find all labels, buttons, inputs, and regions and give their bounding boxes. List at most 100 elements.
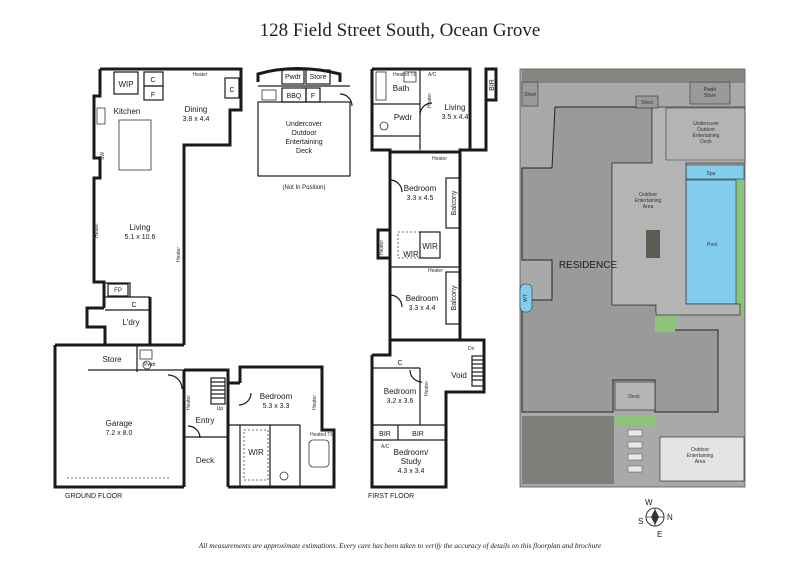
bir-label-top: BIR — [489, 79, 496, 91]
room-living: Living — [130, 223, 151, 232]
room-living-dim: 5.1 x 10.6 — [125, 234, 156, 241]
room-garage-dim: 7.2 x 8.0 — [106, 430, 133, 437]
deck-title-3: Entertaining — [285, 139, 322, 146]
room-wip: WIP — [118, 80, 133, 89]
wt-label: WT — [523, 294, 529, 302]
room-deck-ground: Deck — [196, 456, 215, 465]
room-bedroom-study: Bedroom/ — [394, 448, 429, 457]
site-deck-2: Outdoor — [697, 127, 715, 133]
room-c-first: C — [397, 360, 402, 367]
heater-first-4: Heater — [424, 381, 430, 396]
room-bedroom-ground-dim: 5.3 x 3.3 — [263, 403, 290, 410]
not-in-position-note: (Not In Position) — [282, 185, 325, 191]
residence-label: RESIDENCE — [559, 260, 618, 271]
room-c-top: C — [150, 77, 155, 84]
compass-e: E — [657, 530, 662, 539]
room-bedroom-ground: Bedroom — [260, 392, 293, 401]
heated-towel-first: Heated Tb — [393, 72, 416, 78]
room-kitchen: Kitchen — [114, 107, 141, 116]
site-area-3: Area — [643, 204, 654, 210]
room-bedroom-2: Bedroom — [406, 294, 439, 303]
heater-label-dining: Heater — [192, 72, 207, 78]
heater-label-entry: Heater — [186, 395, 192, 410]
room-c-dining: C — [229, 87, 234, 94]
room-pwdr-first: Pwdr — [394, 113, 413, 122]
room-bedroom-1-dim: 3.3 x 4.5 — [407, 195, 434, 202]
room-bedroom-2-dim: 3.3 x 4.4 — [409, 305, 436, 312]
ac-label-top: A/C — [428, 72, 437, 78]
room-living-first: Living — [445, 103, 466, 112]
site-plan-labels: RESIDENCE Shed Shed Pwdr/ Store Undercov… — [523, 87, 720, 465]
room-bedroom-study-b: Study — [401, 457, 421, 466]
site-outdoor-2: Entertaining — [687, 453, 714, 459]
first-floor-plan — [370, 67, 498, 489]
ground-floor-labels: WIP C F C Kitchen Dining 3.8 x 4.4 Livin… — [65, 72, 333, 500]
deck-title-4: Deck — [296, 148, 312, 155]
room-store-top: Store — [310, 74, 327, 81]
heater-first-2: Heater — [379, 240, 385, 255]
room-garage: Garage — [106, 419, 133, 428]
room-laundry: L'dry — [122, 318, 139, 327]
room-bedroom-3-dim: 3.2 x 3.6 — [387, 398, 414, 405]
heater-first-3: Heater — [428, 268, 443, 274]
heated-towel-label: Heated Tb — [310, 432, 333, 438]
sw-label: SW — [100, 152, 106, 160]
site-area-1: Outdoor — [639, 192, 657, 198]
ground-floor-caption: GROUND FLOOR — [65, 493, 122, 500]
site-outdoor-1: Outdoor — [691, 447, 709, 453]
pool-label: Pool — [707, 242, 717, 248]
deck-title-1: Undercover — [286, 121, 323, 128]
room-pwdr-ground: Pwdr — [144, 362, 156, 368]
room-dining: Dining — [185, 105, 208, 114]
page-title: 128 Field Street South, Ocean Grove — [259, 20, 541, 41]
ground-floor-plan — [53, 67, 353, 489]
compass-w: W — [645, 498, 653, 507]
spa-label: Spa — [707, 171, 716, 177]
shed-label-left: Shed — [524, 92, 536, 98]
shed-label-right: Shed — [641, 100, 653, 106]
room-dining-dim: 3.8 x 4.4 — [183, 116, 210, 123]
balcony-label-2: Balcony — [451, 285, 458, 310]
room-store: Store — [102, 355, 122, 364]
bir-label-left: BIR — [379, 431, 391, 438]
room-pwdr-top: Pwdr — [285, 74, 302, 81]
heater-first-1: Heater — [432, 156, 447, 162]
compass-s: S — [638, 517, 643, 526]
room-wir-ground: WIR — [248, 448, 264, 457]
heater-label-bedroom: Heater — [312, 395, 318, 410]
pwdr-store-label: Pwdr/ — [704, 87, 717, 93]
site-deck-4: Deck — [700, 139, 712, 145]
site-area-2: Entertaining — [635, 198, 662, 204]
void-label: Void — [451, 371, 467, 380]
disclaimer-text: All measurements are approximate estimat… — [198, 541, 602, 550]
deck-title-2: Outdoor — [291, 130, 317, 137]
site-deck-1: Undercover — [693, 121, 719, 127]
site-deck-3: Entertaining — [693, 133, 720, 139]
site-deck-label: Deck — [628, 394, 640, 400]
room-living-first-dim: 3.5 x 4.4 — [442, 114, 469, 121]
heater-label-living: Heater — [94, 223, 100, 238]
ac-label-bottom: A/C — [381, 444, 390, 450]
room-bedroom-study-dim: 4.3 x 3.4 — [398, 468, 425, 475]
room-fp: FP — [114, 288, 122, 294]
room-bath: Bath — [393, 84, 409, 93]
balcony-label-1: Balcony — [451, 190, 458, 215]
room-c-laundry: C — [131, 302, 136, 309]
stairs-up-label: Up — [217, 406, 224, 412]
room-bedroom-1: Bedroom — [404, 184, 437, 193]
compass-icon: W N S E — [638, 498, 673, 539]
heater-label-hall: Heater — [176, 247, 182, 262]
stairs-dn-label: Dn — [468, 346, 475, 352]
room-bedroom-3: Bedroom — [384, 387, 417, 396]
room-entry: Entry — [196, 416, 215, 425]
bir-label-right: BIR — [412, 431, 424, 438]
pwdr-store-label-b: Store — [704, 93, 716, 99]
room-bbq: BBQ — [287, 93, 302, 100]
first-floor-labels: Bath Heated Tb A/C Pwdr Living 3.5 x 4.4… — [368, 72, 496, 500]
room-f-deck: F — [311, 93, 315, 100]
room-f-top: F — [151, 92, 155, 99]
site-plan — [519, 68, 746, 488]
heater-first-5: Heater — [427, 93, 433, 108]
